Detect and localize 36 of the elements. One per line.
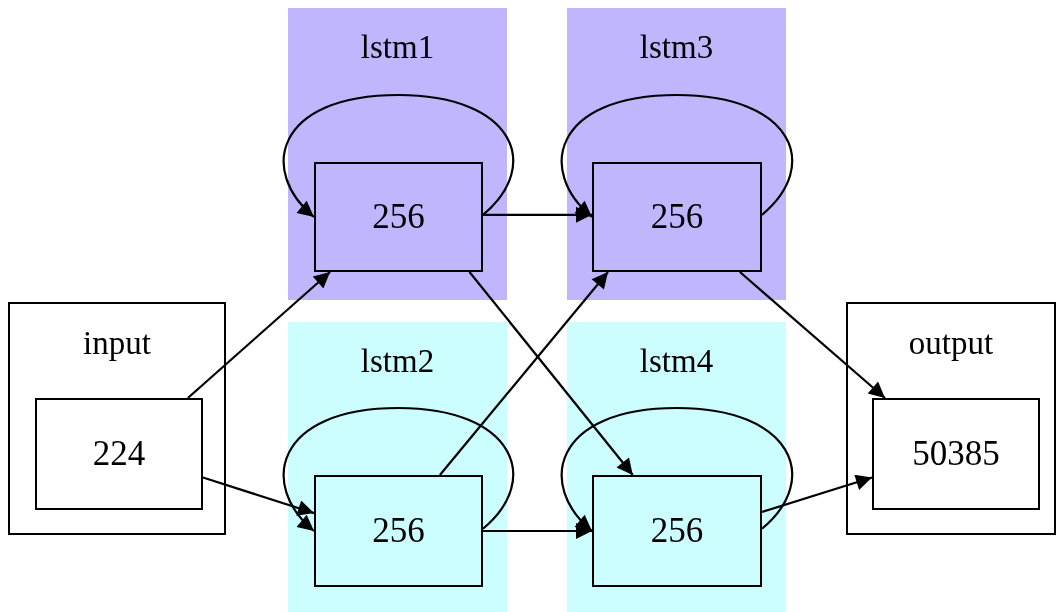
loop-arrow bbox=[560, 406, 794, 532]
cluster-panel bbox=[567, 322, 786, 612]
layer-box bbox=[35, 398, 203, 510]
cluster-title: input bbox=[82, 324, 152, 362]
arrow bbox=[439, 271, 609, 476]
unit-count: 256 bbox=[372, 197, 425, 237]
arrow bbox=[202, 476, 315, 516]
cluster-title: lstm3 bbox=[638, 28, 715, 66]
cluster-panel bbox=[8, 302, 226, 535]
arrow bbox=[468, 271, 634, 476]
arrow bbox=[187, 271, 331, 399]
cluster-title: lstm4 bbox=[638, 342, 715, 380]
arrow bbox=[483, 523, 592, 539]
unit-count: 256 bbox=[372, 511, 425, 551]
layer-box bbox=[592, 162, 762, 272]
arrow bbox=[761, 474, 873, 513]
unit-count: 50385 bbox=[912, 434, 1000, 474]
cluster-panel bbox=[288, 322, 507, 612]
cluster-title: output bbox=[907, 324, 995, 362]
cluster-title: lstm1 bbox=[359, 28, 436, 66]
cluster-panel bbox=[846, 302, 1056, 535]
unit-count: 256 bbox=[650, 511, 704, 551]
loop-arrow bbox=[282, 406, 515, 532]
arrow bbox=[739, 271, 886, 399]
cluster-panel bbox=[567, 8, 786, 300]
cluster-panel bbox=[288, 8, 507, 300]
layer-box bbox=[314, 475, 483, 587]
arrow bbox=[483, 206, 592, 223]
layer-box bbox=[592, 475, 762, 587]
unit-count: 256 bbox=[650, 197, 704, 237]
loop-arrow bbox=[282, 93, 515, 218]
layer-box bbox=[872, 398, 1040, 510]
layer-box bbox=[314, 162, 483, 272]
cluster-title: lstm2 bbox=[359, 342, 436, 380]
loop-arrow bbox=[560, 93, 794, 218]
unit-count: 224 bbox=[92, 434, 146, 474]
